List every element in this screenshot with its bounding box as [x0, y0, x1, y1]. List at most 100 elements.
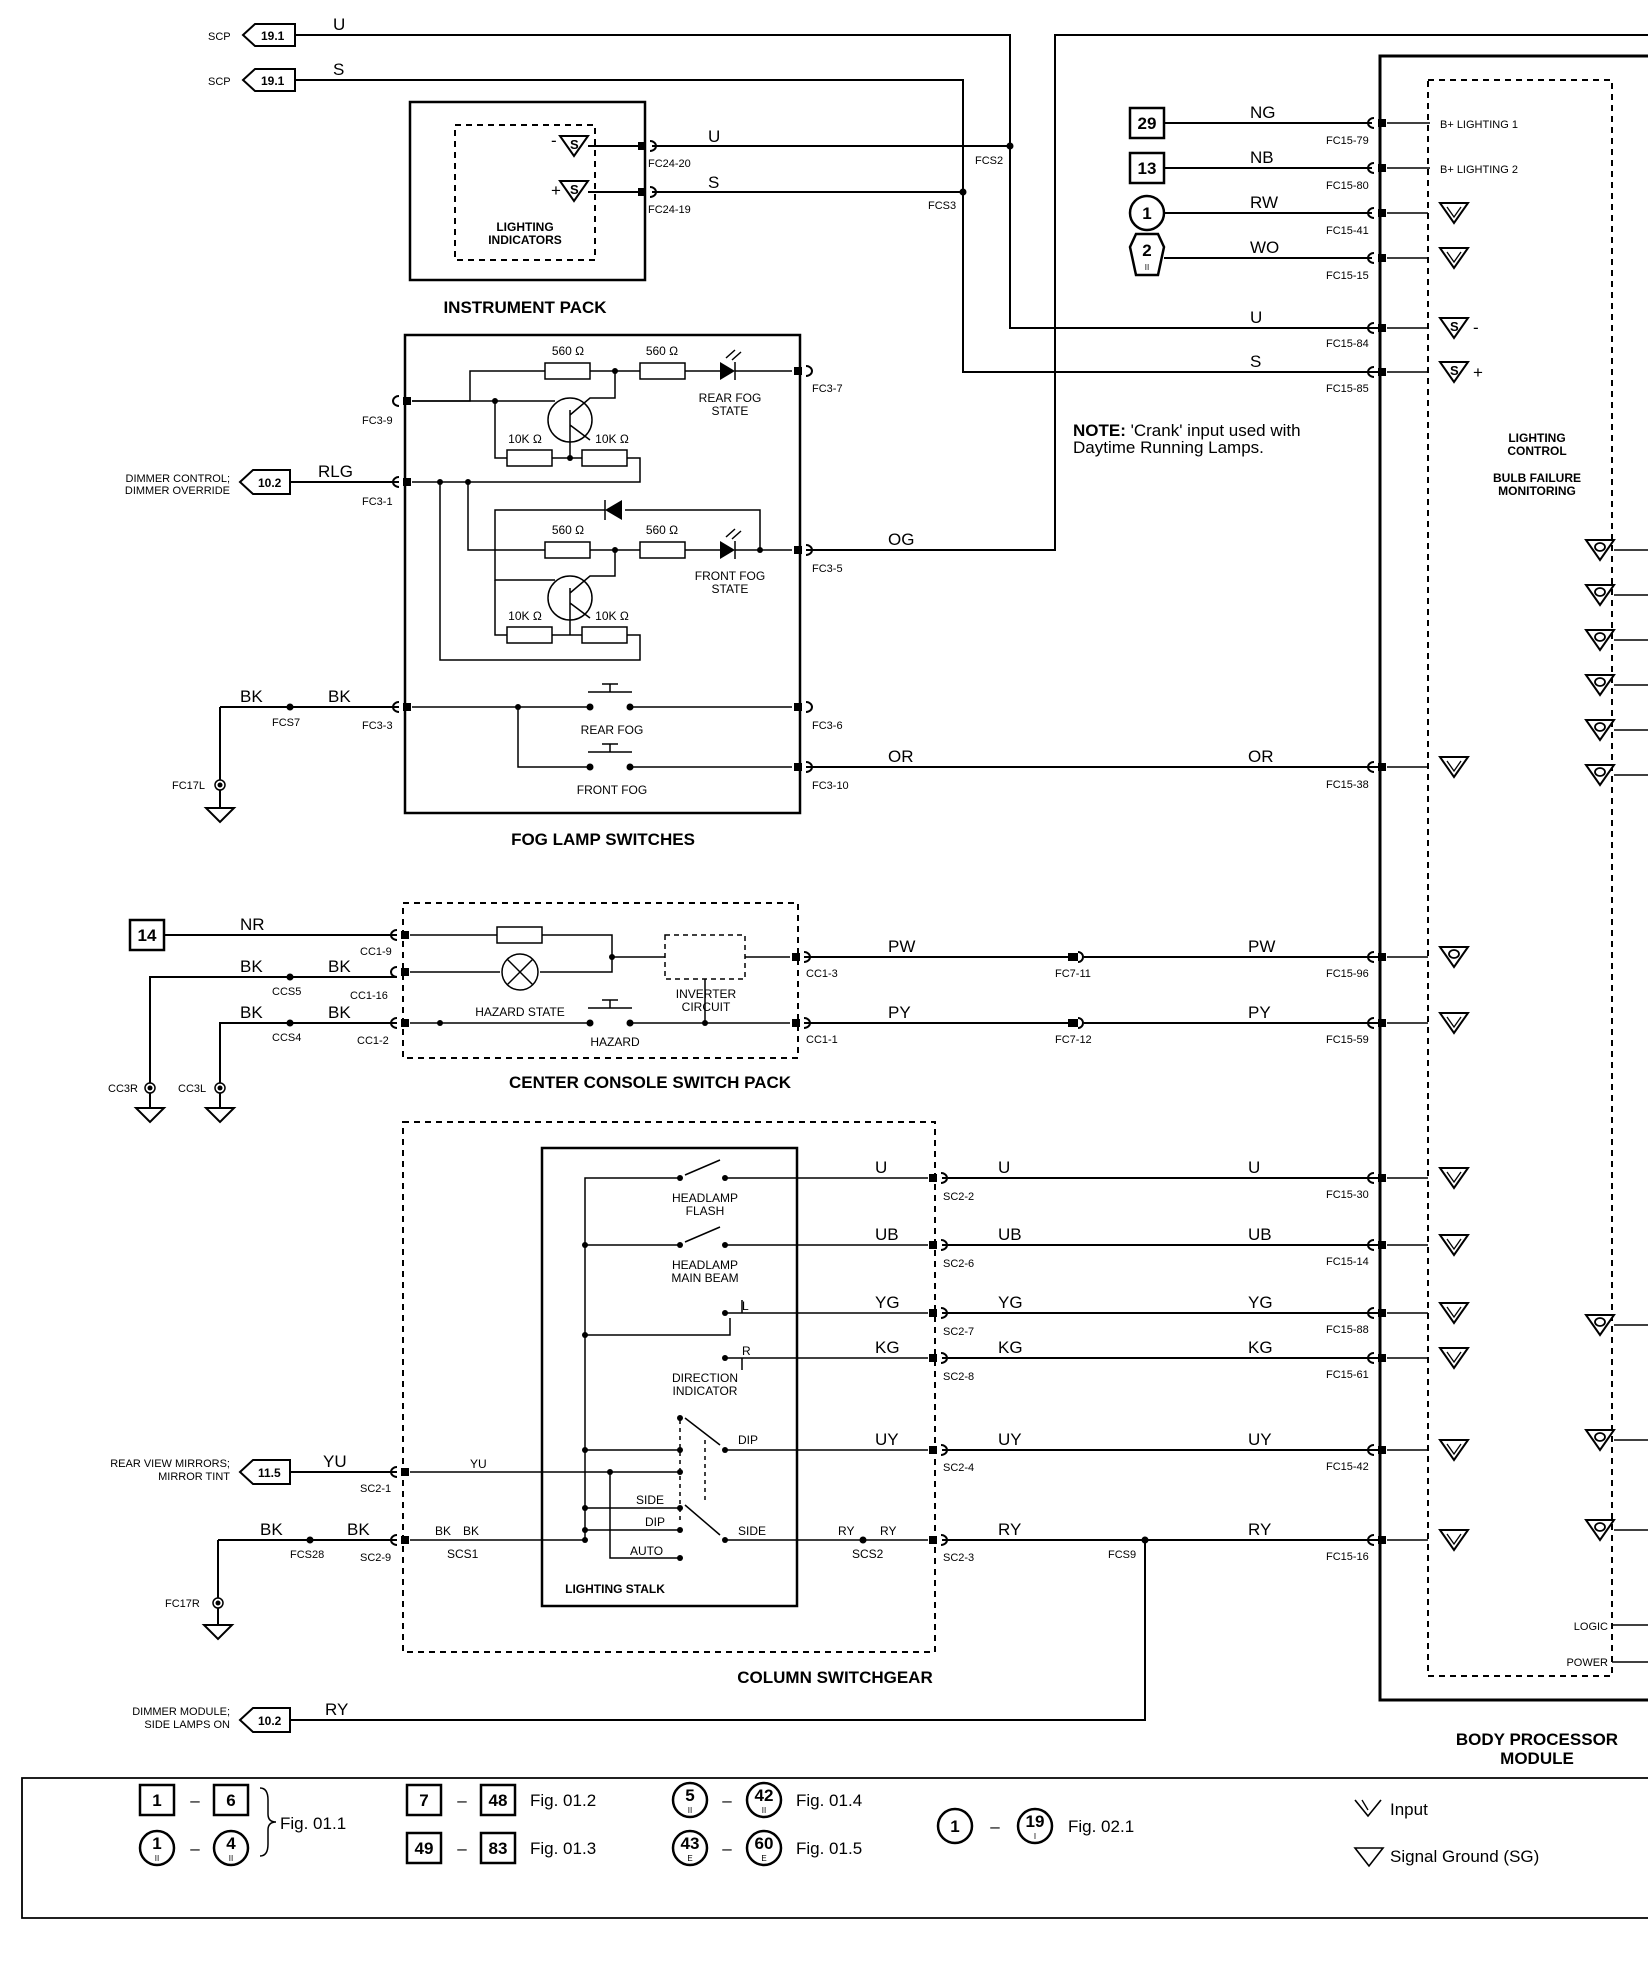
roman-numeral: II	[762, 1806, 766, 1815]
splice-label: FCS9	[1108, 1549, 1136, 1561]
offpage-ref: 10.2	[258, 476, 282, 490]
splice-label: SCS2	[852, 1547, 884, 1561]
legend-dash: –	[190, 1839, 200, 1858]
headlamp-flash-label: FLASH	[686, 1204, 725, 1218]
legend-dash: –	[722, 1839, 732, 1858]
resistor-label: 10K Ω	[595, 609, 629, 623]
wire-label: YU	[470, 1457, 487, 1471]
offpage-label: REAR VIEW MIRRORS;	[110, 1458, 230, 1470]
splice-label: CCS5	[272, 986, 301, 998]
legend-input-label: Input	[1390, 1800, 1428, 1819]
wire-label: YG	[1248, 1293, 1273, 1312]
wire-label: BK	[328, 687, 351, 706]
wire-label: YU	[323, 1452, 347, 1471]
wire-label: PW	[888, 937, 915, 956]
roman-numeral: E	[761, 1854, 766, 1863]
wire-label: KG	[998, 1338, 1023, 1357]
resistor-label: 10K Ω	[595, 432, 629, 446]
bpm-title: BODY PROCESSOR	[1456, 1730, 1618, 1749]
pin-label: FC15-30	[1326, 1189, 1369, 1201]
pin-label: CC1-2	[357, 1035, 389, 1047]
resistor-label: 10K Ω	[508, 609, 542, 623]
legend-dash: –	[990, 1817, 1000, 1836]
rear-fog-state-label: REAR FOG	[699, 391, 762, 405]
wire-label: S	[333, 60, 344, 79]
wire-label: OR	[1248, 747, 1274, 766]
wire-label: KG	[1248, 1338, 1273, 1357]
offpage-label: SCP	[208, 31, 231, 43]
wire-label: NB	[1250, 148, 1274, 167]
wire-label: WO	[1250, 238, 1279, 257]
wire-label: KG	[875, 1338, 900, 1357]
legend: 1 – 6 1 II – 4 II Fig. 01.1 7 – 48 Fig. …	[21, 1777, 1648, 1919]
instrument-pack-title: INSTRUMENT PACK	[443, 298, 607, 317]
offpage-ref: 19.1	[261, 74, 285, 88]
wire-label: BK	[328, 1003, 351, 1022]
b-lighting-1-label: B+ LIGHTING 1	[1440, 119, 1518, 131]
ground-label: FC17L	[172, 780, 205, 792]
pin-label: FC15-84	[1326, 338, 1369, 350]
legend-dash: –	[722, 1791, 732, 1810]
wire-label: BK	[260, 1520, 283, 1539]
pin-label: FC15-96	[1326, 968, 1369, 980]
wire-scp-s	[295, 79, 1380, 373]
pin-label: FC15-61	[1326, 1369, 1369, 1381]
column-switchgear-title: COLUMN SWITCHGEAR	[737, 1668, 932, 1687]
splice-label: FCS3	[928, 200, 956, 212]
offpage-label: SCP	[208, 76, 231, 88]
legend-fig: Fig. 01.4	[796, 1791, 862, 1810]
inverter-label: CIRCUIT	[682, 1000, 731, 1014]
offpage-dimmer-module: DIMMER MODULE; SIDE LAMPS ON 10.2	[132, 1706, 291, 1733]
pin-label: SC2-9	[360, 1552, 391, 1564]
legend-fig: Fig. 02.1	[1068, 1817, 1134, 1836]
front-fog-state-label: STATE	[712, 582, 749, 596]
wire-label: S	[708, 173, 719, 192]
pin-label: FC24-20	[648, 158, 691, 170]
wire-label: BK	[328, 957, 351, 976]
resistor-label: 560 Ω	[646, 344, 678, 358]
ref-number: 13	[1138, 159, 1157, 178]
wire-label: RY	[880, 1524, 896, 1538]
offpage-label: DIMMER OVERRIDE	[125, 485, 230, 497]
roman-numeral: E	[687, 1854, 692, 1863]
left-label: L	[742, 1299, 749, 1313]
pin-label: SC2-4	[943, 1462, 974, 1474]
wire-label: RY	[998, 1520, 1021, 1539]
auto-label: AUTO	[630, 1544, 663, 1558]
wire-label: YG	[998, 1293, 1023, 1312]
legend-ref: 49	[415, 1839, 434, 1858]
legend-dash: –	[457, 1839, 467, 1858]
front-fog-state-label: FRONT FOG	[695, 569, 765, 583]
dip-label: DIP	[738, 1433, 758, 1447]
pin-label: FC15-88	[1326, 1324, 1369, 1336]
roman-numeral: II	[688, 1806, 692, 1815]
ground-label: CC3L	[178, 1083, 206, 1095]
legend-fig: Fig. 01.5	[796, 1839, 862, 1858]
wire-label: PY	[1248, 1003, 1271, 1022]
pin-label: FC15-15	[1326, 270, 1369, 282]
lighting-control-label: LIGHTING	[1508, 431, 1565, 445]
resistor-label: 560 Ω	[646, 523, 678, 537]
headlamp-main-beam-label: MAIN BEAM	[671, 1271, 738, 1285]
legend-fig: Fig. 01.3	[530, 1839, 596, 1858]
wire-scp-u	[295, 34, 1380, 329]
ground-label: FC17R	[165, 1598, 200, 1610]
pin-label: CC1-3	[806, 968, 838, 980]
logic-label: LOGIC	[1574, 1621, 1608, 1633]
hazard-state-label: HAZARD STATE	[475, 1005, 565, 1019]
legend-signal-ground-label: Signal Ground (SG)	[1390, 1847, 1539, 1866]
wire-label: U	[1250, 308, 1262, 327]
note-bold: NOTE:	[1073, 421, 1126, 440]
offpage-scp-s: SCP 19.1	[208, 68, 296, 92]
center-console-title: CENTER CONSOLE SWITCH PACK	[509, 1073, 792, 1092]
lighting-indicators-label: LIGHTING	[496, 220, 553, 234]
wire-label: U	[708, 127, 720, 146]
lighting-stalk-title: LIGHTING STALK	[565, 1582, 665, 1596]
wire-label: PW	[1248, 937, 1275, 956]
legend-ref: 48	[489, 1791, 508, 1810]
plus-sign: +	[1473, 363, 1483, 382]
lighting-indicators-label: INDICATORS	[488, 233, 562, 247]
body-processor-module: 29 13 1 2 II NG NB RW WO U S FC15-79 FC1…	[1128, 54, 1648, 1768]
offpage-label: DIMMER MODULE;	[132, 1706, 230, 1718]
splice-label: FCS7	[272, 717, 300, 729]
